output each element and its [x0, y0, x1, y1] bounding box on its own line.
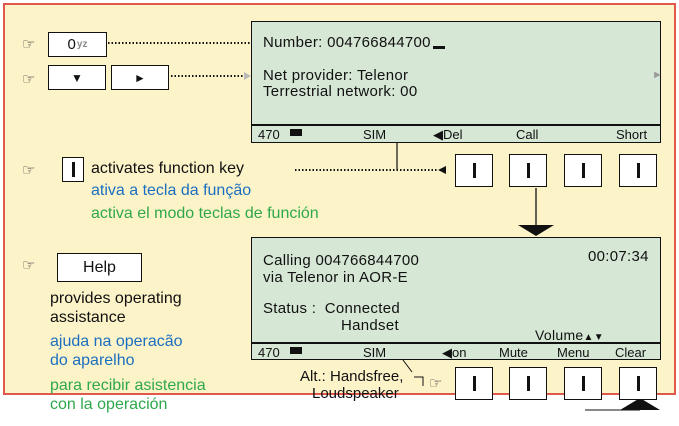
volume-label: Volume	[535, 327, 584, 343]
key-down[interactable]: ▼	[48, 65, 106, 90]
status-value: Connected	[324, 300, 400, 317]
net-provider-line: Net provider: Telenor	[263, 67, 408, 84]
scroll-right-icon: ►	[652, 69, 663, 81]
status-number: 470	[258, 345, 280, 360]
cursor-icon	[432, 46, 445, 49]
display-2: Calling 004766844700 00:07:34 via Teleno…	[251, 237, 661, 360]
softkey-del-label: Del	[443, 127, 463, 142]
terrestrial-label: Terrestrial network:	[263, 83, 396, 100]
status-label: Status :	[263, 300, 317, 317]
help-text-en-1: provides operating	[50, 290, 182, 307]
help-text-en-2: assistance	[50, 309, 126, 326]
speaker-icon: ◀	[442, 345, 452, 360]
down-arrow	[518, 225, 554, 236]
function-key-3[interactable]	[564, 154, 602, 187]
status-sim: SIM	[363, 345, 387, 360]
display-1: Number: 004766844700 Net provider: Telen…	[251, 21, 663, 143]
net-provider-label: Net provider:	[263, 67, 353, 84]
number-line: Number: 004766844700	[263, 34, 445, 51]
volume-arrows-icon: ▲▼	[583, 332, 604, 343]
softkey-clear: Clear	[615, 345, 647, 360]
status-line: Status : Connected	[263, 300, 400, 317]
terrestrial-value: 00	[400, 83, 418, 100]
function-key-2[interactable]	[509, 154, 547, 187]
softkey-menu: Menu	[557, 345, 590, 360]
number-label: Number:	[263, 34, 323, 51]
function-key-glyph	[472, 376, 476, 391]
function-key-glyph	[636, 376, 640, 391]
softkey-on: ◀on	[442, 345, 466, 361]
alt-text-line2: Loudspeaker	[312, 385, 399, 402]
calling-label: Calling	[263, 252, 311, 269]
status-number: 470	[258, 127, 280, 142]
calling-number: 004766844700	[315, 252, 420, 269]
function-key-text-es: activa el modo teclas de función	[91, 205, 319, 222]
help-text-pt-1: ajuda na operacão	[50, 333, 183, 350]
help-key-label: Help	[83, 258, 116, 276]
softkey-on-label: on	[452, 345, 467, 360]
function-key-text-pt: ativa a tecla da função	[91, 182, 252, 199]
key-right[interactable]: ►	[111, 65, 169, 90]
help-key[interactable]: Help	[57, 253, 142, 282]
function-key-text-en: activates function key	[91, 160, 244, 177]
leader-function-arrow	[438, 166, 446, 174]
function-key-2b[interactable]	[509, 367, 547, 400]
function-key-glyph	[581, 163, 585, 178]
function-key-4b[interactable]	[619, 367, 657, 400]
status-divider	[252, 342, 660, 344]
battery-icon	[290, 347, 302, 354]
pointing-hand-icon: ☞	[22, 71, 36, 88]
key-function-inline: I	[62, 157, 84, 182]
alt-text-line1: Alt.: Handsfree,	[300, 368, 404, 385]
softkey-short: Short	[616, 127, 648, 142]
function-key-glyph	[636, 163, 640, 178]
pointing-hand-icon: ☞	[22, 162, 36, 179]
softkey-mute: Mute	[499, 345, 528, 360]
function-key-1b[interactable]	[455, 367, 493, 400]
up-arrow	[620, 398, 660, 410]
number-value: 004766844700	[327, 34, 431, 51]
function-key-1[interactable]	[455, 154, 493, 187]
function-key-4[interactable]	[619, 154, 657, 187]
function-key-3b[interactable]	[564, 367, 602, 400]
function-key-glyph: I	[71, 162, 75, 177]
net-provider-value: Telenor	[356, 67, 409, 84]
battery-icon	[290, 129, 302, 136]
down-arrow-icon: ▼	[71, 70, 83, 85]
right-arrow-icon: ►	[134, 70, 146, 85]
via-text: via Telenor in AOR-E	[263, 269, 408, 286]
left-arrow-icon: ◀	[433, 127, 443, 142]
softkey-del: ◀Del	[433, 127, 463, 143]
help-text-pt-2: do aparelho	[50, 352, 135, 369]
call-timer: 00:07:34	[588, 248, 649, 265]
function-key-glyph	[581, 376, 585, 391]
volume-indicator: Volume▲▼	[535, 327, 604, 343]
status-divider	[252, 124, 660, 126]
key-0-label: 0	[67, 36, 76, 53]
status-sub: Handset	[341, 317, 399, 334]
function-key-glyph	[526, 376, 530, 391]
help-text-es-2: con la operación	[50, 396, 168, 413]
status-sim: SIM	[363, 127, 387, 142]
function-key-glyph	[526, 163, 530, 178]
key-0-sub-label: yz	[76, 39, 88, 50]
pointing-hand-icon: ☞	[429, 375, 443, 392]
alt-bracket	[414, 376, 424, 386]
calling-line: Calling 004766844700	[263, 252, 419, 269]
pointing-hand-icon: ☞	[22, 36, 36, 53]
terrestrial-line: Terrestrial network: 00	[263, 83, 417, 100]
help-text-es-1: para recibir asistencia	[50, 377, 206, 394]
pointing-hand-icon: ☞	[22, 257, 36, 274]
leader-nav-arrow	[244, 72, 251, 80]
function-key-glyph	[472, 163, 476, 178]
softkey-call: Call	[516, 127, 539, 142]
